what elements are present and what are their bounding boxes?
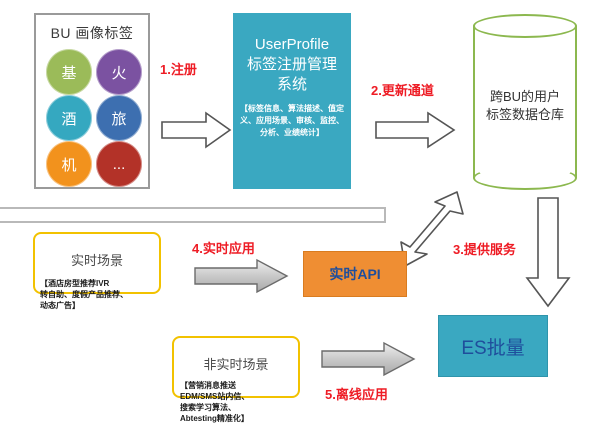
user-profile-line3: 系统 [276, 76, 307, 93]
cylinder-body [473, 26, 577, 178]
warehouse-line1: 跨BU的用户 [489, 89, 561, 104]
bu-bubble-ji-air: 机 [46, 141, 92, 187]
realtime-detail-line3: 动态广告】 [40, 301, 80, 310]
offline-scenario-box: 非实时场景 [172, 336, 300, 398]
arrow-provide-service-to-es [525, 197, 571, 308]
bu-bubble-ji: 基 [46, 49, 92, 95]
step-5-label: 5.离线应用 [325, 387, 388, 402]
step-1-label: 1.注册 [160, 62, 197, 77]
bu-panel-title: BU 画像标签 [50, 25, 134, 41]
user-profile-system-box: UserProfile 标签注册管理 系统 【标签信息、算法描述、值定义、应用场… [233, 13, 351, 189]
cylinder-top [473, 14, 577, 38]
offline-scenario-detail: 【营销消息推送 EDM/SMS站内信、 搜索学习算法、 Abtesting精准化… [180, 380, 310, 424]
bu-bubble-more: ... [96, 141, 142, 187]
user-profile-line2: 标签注册管理 [246, 56, 337, 73]
bu-image-label-panel: BU 画像标签 基 火 酒 旅 机 ... [34, 13, 150, 189]
offline-detail-line3: 搜索学习算法、 [180, 403, 236, 412]
realtime-api-box: 实时API [303, 251, 407, 297]
offline-detail-line1: 【营销消息推送 [180, 381, 236, 390]
bu-bubble-grid: 基 火 酒 旅 机 ... [44, 49, 144, 187]
offline-detail-line2: EDM/SMS站内信、 [180, 392, 250, 401]
realtime-scenario-box: 实时场景 [33, 232, 161, 294]
step-3-label: 3.提供服务 [453, 242, 516, 257]
realtime-detail-line2: 转自助、度假产品推荐、 [40, 290, 128, 299]
offline-detail-line4: Abtesting精准化】 [180, 414, 249, 423]
warehouse-line2: 标签数据仓库 [485, 107, 564, 122]
step-2-label: 2.更新通道 [371, 83, 434, 98]
realtime-detail-line1: 【酒店房型推荐IVR [40, 279, 110, 288]
warehouse-label: 跨BU的用户 标签数据仓库 [473, 88, 577, 124]
arrow-register [161, 111, 232, 149]
horizontal-divider-bar [0, 207, 386, 223]
user-profile-line1: UserProfile [254, 36, 330, 53]
user-profile-heading: UserProfile 标签注册管理 系统 [233, 35, 351, 95]
arrow-update-channel [375, 111, 456, 149]
arrow-realtime-application [194, 258, 289, 294]
offline-scenario-title: 非实时场景 [203, 357, 269, 372]
realtime-scenario-detail: 【酒店房型推荐IVR 转自助、度假产品推荐、 动态广告】 [40, 278, 176, 311]
es-batch-box: ES批量 [438, 315, 548, 377]
user-profile-detail: 【标签信息、算法描述、值定义、应用场景、审核、监控、分析、业绩统计】 [240, 104, 344, 137]
arrow-offline-application [321, 341, 416, 377]
cylinder-bottom [473, 166, 577, 190]
bu-bubble-lv: 旅 [96, 95, 142, 141]
step-4-label: 4.实时应用 [192, 241, 255, 256]
bu-bubble-jiu: 酒 [46, 95, 92, 141]
user-tag-data-warehouse: 跨BU的用户 标签数据仓库 [473, 14, 577, 190]
realtime-scenario-title: 实时场景 [70, 253, 123, 268]
bu-bubble-huo: 火 [96, 49, 142, 95]
